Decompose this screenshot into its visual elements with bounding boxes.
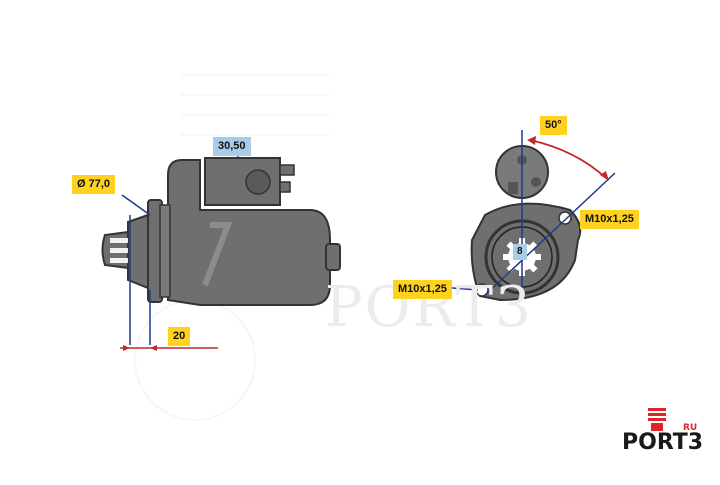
dimension-diameter-label: Ø 77,0 xyxy=(72,175,116,194)
pinion-tooth xyxy=(533,254,541,260)
solenoid-terminal-top xyxy=(279,164,295,176)
pinion-tooth xyxy=(527,262,538,273)
pinion-tooth xyxy=(527,241,538,252)
thread-right-label: M10x1,25 xyxy=(580,210,639,229)
end-cap xyxy=(325,243,341,271)
thread-left-label: M10x1,25 xyxy=(393,280,452,299)
solenoid-terminal-bottom xyxy=(279,181,291,193)
pinion-tooth xyxy=(506,262,517,273)
mount-hole-right xyxy=(558,211,572,225)
brand-logo-suffix: RU xyxy=(683,423,698,433)
front-dimensions xyxy=(439,130,616,296)
starter-side-view xyxy=(101,157,341,306)
dimension-angle-label: 50° xyxy=(540,116,567,135)
side-dimensions xyxy=(120,152,239,351)
piston-logo-icon xyxy=(648,408,666,431)
drive-nose xyxy=(127,213,149,290)
brand-logo-text: PORT3 xyxy=(622,430,704,455)
teeth-count-label: 8 xyxy=(513,244,527,260)
dimension-30-50-label: 30,50 xyxy=(213,137,251,156)
dimension-20-label: 20 xyxy=(168,327,191,346)
pinion-tooth xyxy=(503,254,511,260)
